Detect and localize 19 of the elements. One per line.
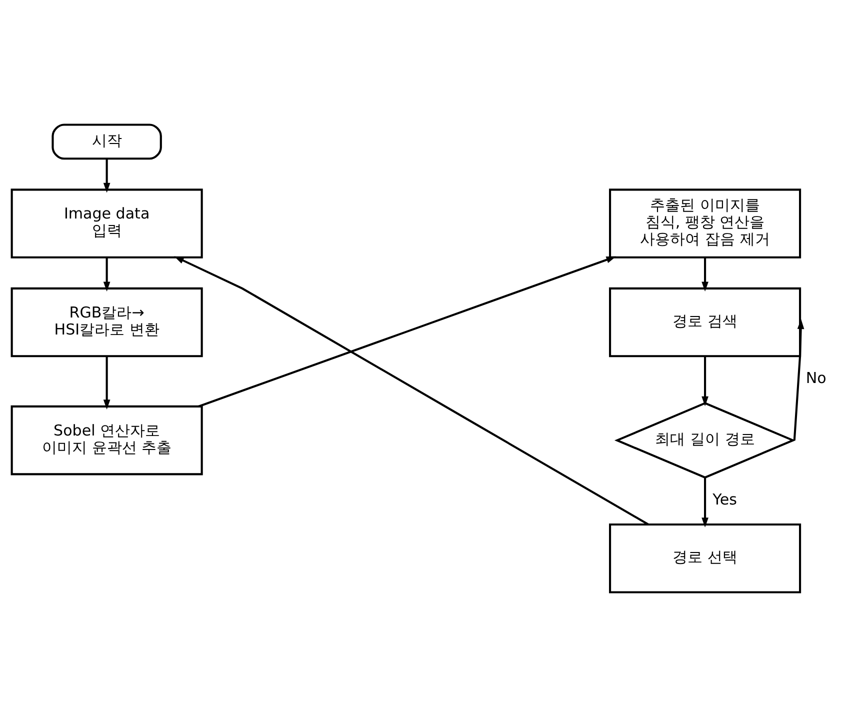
arrow [103, 356, 110, 410]
arrow [702, 478, 708, 528]
arrow [103, 158, 110, 193]
arrow [198, 256, 616, 408]
node-box: Image data 입력 [10, 188, 203, 258]
arrow [174, 256, 649, 526]
node-box: 시작 [52, 124, 162, 160]
arrow [103, 258, 110, 292]
node-box: 경로 선택 [609, 523, 802, 594]
node-box: RGB칼라→ HSI칼라로 변환 [10, 287, 203, 358]
node-box: 추출된 이미지를 침식, 팽창 연산을 사용하여 잡음 제거 [609, 188, 802, 258]
edge-label: No [806, 369, 826, 388]
node-box: Sobel 연산자로 이미지 윤곽선 추출 [10, 405, 203, 476]
edge-label: Yes [712, 490, 737, 509]
arrow [702, 356, 708, 406]
arrow [702, 258, 708, 292]
arrow [793, 319, 804, 440]
node-diamond: 최대 길이 경로 [614, 402, 796, 479]
node-box: 경로 검색 [609, 287, 802, 358]
